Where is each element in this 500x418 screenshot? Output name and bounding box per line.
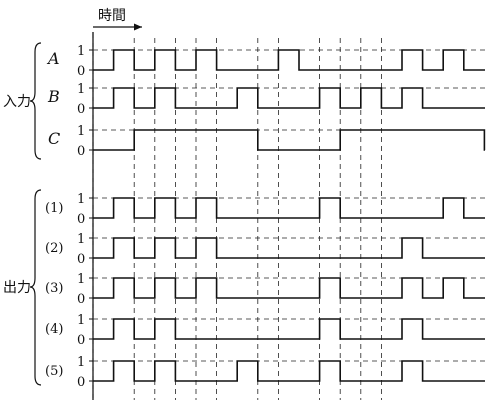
output-2-row: 1 0 (3)	[45, 272, 485, 307]
output-4-level-high-label: 1	[77, 355, 85, 370]
input-2-row: 1 0 C	[48, 124, 486, 159]
output-group-label: 出力	[3, 280, 31, 296]
output-0-level-high-label: 1	[77, 192, 85, 207]
time-arrow-head-icon	[134, 23, 142, 31]
output-4-level-low-label: 0	[77, 375, 85, 390]
output-1-level-high-label: 1	[77, 232, 85, 247]
input-2-level-high-label: 1	[77, 124, 85, 139]
output-4-waveform	[93, 360, 485, 382]
input-1-name: B	[47, 87, 60, 106]
output-1-name: (2)	[45, 241, 63, 256]
input-0-waveform	[93, 49, 485, 71]
input-1-row: 1 0 B	[47, 82, 485, 117]
output-0-waveform	[93, 197, 485, 219]
input-0-level-high-label: 1	[77, 44, 85, 59]
output-3-waveform	[93, 318, 485, 340]
output-3-level-low-label: 0	[77, 333, 85, 348]
input-0-row: 1 0 A	[46, 44, 485, 79]
input-brace	[29, 42, 42, 160]
output-2-level-high-label: 1	[77, 272, 85, 287]
input-2-waveform	[93, 129, 486, 151]
output-3-row: 1 0 (4)	[45, 313, 485, 348]
output-4-name: (5)	[45, 364, 63, 379]
input-0-name: A	[46, 49, 60, 68]
output-2-name: (3)	[45, 281, 63, 296]
input-1-waveform	[93, 87, 485, 109]
output-brace	[29, 189, 42, 386]
input-2-level-low-label: 0	[77, 144, 85, 159]
output-0-name: (1)	[45, 201, 63, 216]
output-0-level-low-label: 0	[77, 212, 85, 227]
time-label: 時間	[98, 8, 126, 24]
output-2-waveform	[93, 277, 485, 299]
output-2-level-low-label: 0	[77, 292, 85, 307]
output-1-level-low-label: 0	[77, 252, 85, 267]
input-1-level-low-label: 0	[77, 102, 85, 117]
output-3-name: (4)	[45, 322, 63, 337]
input-0-level-low-label: 0	[77, 64, 85, 79]
input-1-level-high-label: 1	[77, 82, 85, 97]
output-1-row: 1 0 (2)	[45, 232, 485, 267]
input-2-name: C	[48, 129, 60, 148]
output-3-level-high-label: 1	[77, 313, 85, 328]
output-0-row: 1 0 (1)	[45, 192, 485, 227]
output-1-waveform	[93, 237, 485, 259]
output-4-row: 1 0 (5)	[45, 355, 485, 390]
input-group-label: 入力	[3, 94, 31, 110]
